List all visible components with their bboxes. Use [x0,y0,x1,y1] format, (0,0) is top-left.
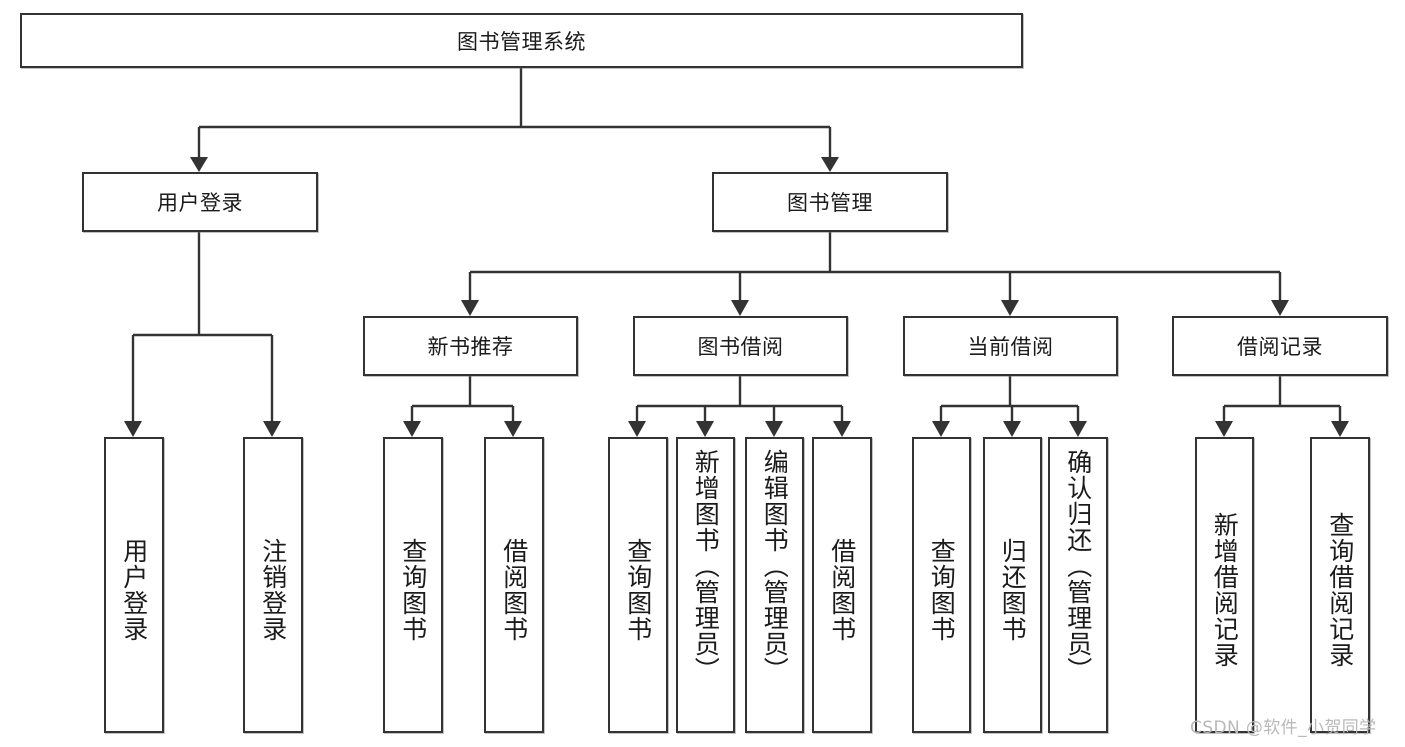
node-new-book-rec[interactable]: 新书推荐 [363,316,578,376]
arrowhead-bb-4 [833,421,851,437]
leaf-current-borrow-3[interactable]: 确认归还（管理员） [1048,437,1108,733]
node-new-book-rec-label: 新书推荐 [427,335,514,359]
arrowhead-l3-1 [461,300,479,316]
arrowhead-book-manage [821,157,839,172]
leaf-user-login-2[interactable]: 注销登录 [243,437,303,733]
leaf-current-borrow-1[interactable]: 查询图书 [912,437,971,733]
arrowhead-br-1 [1215,421,1233,437]
arrowhead-user-login [190,157,208,172]
leaf-label: 查询图书 [927,538,957,642]
leaf-label: 新增借阅记录 [1210,512,1240,668]
leaf-label: 编辑图书（管理员） [760,449,790,683]
csdn-watermark: CSDN @软件_小贺同学 [1190,718,1377,738]
leaf-label: 查询借阅记录 [1325,512,1355,668]
leaf-label: 新增图书（管理员） [691,449,721,683]
leaf-label: 查询图书 [398,538,428,642]
node-borrow-record[interactable]: 借阅记录 [1172,316,1388,376]
leaf-label: 归还图书 [998,538,1028,642]
leaf-new-book-rec-1[interactable]: 查询图书 [383,437,443,733]
node-current-borrow-label: 当前借阅 [967,335,1054,359]
leaf-label: 注销登录 [258,538,288,642]
leaf-current-borrow-2[interactable]: 归还图书 [983,437,1042,733]
arrowhead-ul-2 [263,421,281,437]
node-borrow-record-label: 借阅记录 [1237,335,1323,359]
node-book-borrow-label: 图书借阅 [697,335,784,359]
arrowhead-cb-1 [932,421,950,437]
leaf-book-borrow-3[interactable]: 编辑图书（管理员） [745,437,804,733]
leaf-new-book-rec-2[interactable]: 借阅图书 [484,437,544,733]
arrowhead-bb-1 [628,421,646,437]
arrowhead-l3-4 [1271,300,1289,316]
leaf-label: 借阅图书 [499,538,529,642]
arrowhead-nbr-2 [504,421,522,437]
node-book-manage[interactable]: 图书管理 [712,172,948,232]
leaf-book-borrow-2[interactable]: 新增图书（管理员） [676,437,735,733]
arrowhead-br-2 [1331,421,1349,437]
arrowhead-nbr-1 [403,421,421,437]
arrowhead-bb-3 [765,421,783,437]
leaf-borrow-record-1[interactable]: 新增借阅记录 [1195,437,1254,733]
node-book-manage-label: 图书管理 [787,191,873,215]
node-book-borrow[interactable]: 图书借阅 [633,316,848,376]
leaf-borrow-record-2[interactable]: 查询借阅记录 [1310,437,1370,733]
arrowhead-cb-2 [1003,421,1021,437]
leaf-label: 用户登录 [119,538,149,642]
node-current-borrow[interactable]: 当前借阅 [903,316,1118,376]
leaf-user-login-1[interactable]: 用户登录 [104,437,164,733]
node-root[interactable]: 图书管理系统 [20,13,1023,68]
leaf-label: 查询图书 [623,538,653,642]
arrowhead-l3-2 [731,300,749,316]
arrowhead-l3-3 [1001,300,1019,316]
leaf-book-borrow-1[interactable]: 查询图书 [608,437,668,733]
leaf-label: 确认归还（管理员） [1063,449,1093,683]
node-user-login-label: 用户登录 [157,191,243,215]
leaf-label: 借阅图书 [827,538,857,642]
node-root-label: 图书管理系统 [457,29,586,54]
arrowhead-ul-1 [124,421,142,437]
arrowhead-bb-2 [696,421,714,437]
arrowhead-cb-3 [1069,421,1087,437]
node-user-login[interactable]: 用户登录 [82,172,318,232]
leaf-book-borrow-4[interactable]: 借阅图书 [812,437,872,733]
